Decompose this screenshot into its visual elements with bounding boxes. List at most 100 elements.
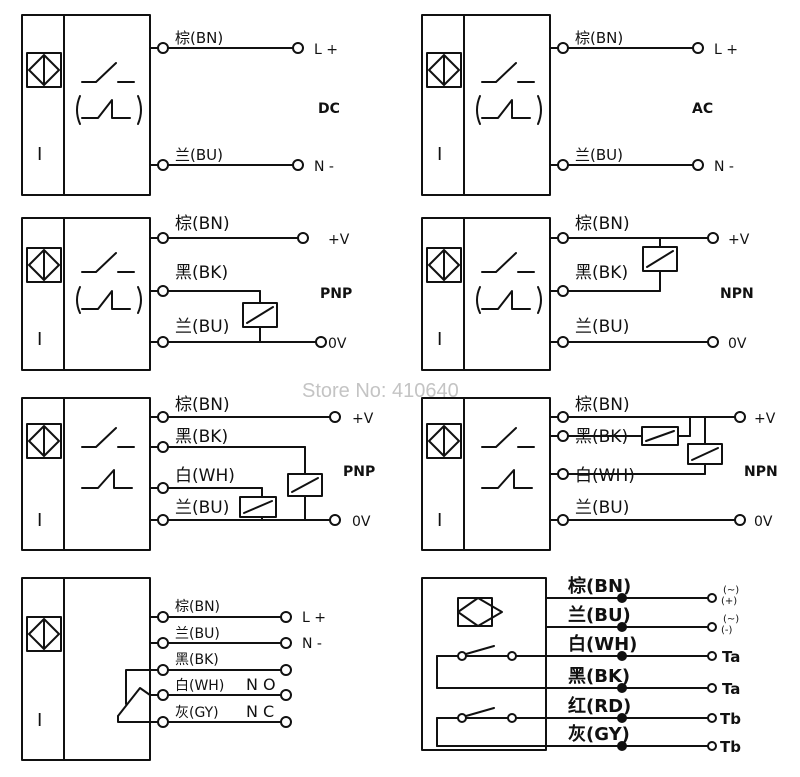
terminal-node[interactable] xyxy=(707,622,717,632)
terminal-node[interactable] xyxy=(292,159,304,171)
terminal-node[interactable] xyxy=(707,593,717,603)
switch-nc-contact xyxy=(481,469,533,489)
load-relay-icon xyxy=(242,302,278,328)
wire-label-red: 红(RD) xyxy=(568,695,631,717)
terminal-node[interactable] xyxy=(707,683,717,693)
terminal-node[interactable] xyxy=(707,651,717,661)
wire-end xyxy=(557,411,569,423)
wire-label-black: 黑(BK) xyxy=(568,666,630,687)
terminal-label: (-) xyxy=(721,625,733,636)
diagram-npn-4wire xyxy=(421,397,746,551)
diagram-dc xyxy=(21,14,304,196)
wire-end xyxy=(157,285,169,297)
switch-no-contact xyxy=(76,252,142,314)
terminal-label: L + xyxy=(302,610,326,626)
wire-end xyxy=(157,411,169,423)
terminal-label: +V xyxy=(754,411,776,427)
terminal-label: Ta xyxy=(722,680,740,698)
sensor-mark: I xyxy=(437,144,442,165)
sensor-mark: I xyxy=(37,329,42,350)
terminal-node[interactable] xyxy=(692,159,704,171)
sensor-body xyxy=(421,217,551,371)
terminal-node[interactable] xyxy=(707,336,719,348)
sensing-face-icon xyxy=(26,616,62,652)
diagram-title: NPN xyxy=(744,464,778,480)
wire-end xyxy=(157,42,169,54)
terminal-node[interactable] xyxy=(692,42,704,54)
wire-end xyxy=(557,336,569,348)
sensing-face-icon xyxy=(426,247,462,283)
terminal-label: 0V xyxy=(352,514,371,530)
sensing-face-icon xyxy=(426,423,462,459)
diagram-title: DC xyxy=(318,101,340,117)
sensor-mark: I xyxy=(37,710,42,731)
switch-no-contact xyxy=(476,252,542,314)
wire-label-black: 黑(BK) xyxy=(575,263,628,283)
wire-end xyxy=(157,441,169,453)
terminal-node[interactable] xyxy=(315,336,327,348)
wire-end xyxy=(617,741,627,751)
sensing-face-icon xyxy=(26,423,62,459)
wire-label-brown: 棕(BN) xyxy=(575,29,623,47)
wire-label-white: 白(WH) xyxy=(175,678,224,694)
sensor-mark: I xyxy=(437,329,442,350)
wire-label-brown: 棕(BN) xyxy=(175,599,220,615)
wire-label-brown: 棕(BN) xyxy=(568,575,631,597)
switch-no-contact xyxy=(481,427,535,448)
wire-label-blue: 兰(BU) xyxy=(175,146,223,164)
terminal-node[interactable] xyxy=(734,411,746,423)
wire-label-white: 白(WH) xyxy=(568,633,637,655)
terminal-node[interactable] xyxy=(292,42,304,54)
terminal-label: 0V xyxy=(728,336,747,352)
wire-end xyxy=(617,622,627,632)
terminal-node[interactable] xyxy=(329,411,341,423)
diagram-5wire-relay xyxy=(21,577,292,761)
wire-label-blue: 兰(BU) xyxy=(175,317,229,337)
wire-label-blue: 兰(BU) xyxy=(575,317,629,337)
switch-no-contact xyxy=(476,62,542,125)
wire-label-gray: 灰(GY) xyxy=(175,705,219,721)
wire-label-brown: 棕(BN) xyxy=(575,214,630,234)
terminal-node[interactable] xyxy=(329,514,341,526)
switch-nc-contact xyxy=(81,469,133,489)
terminal-label: N O xyxy=(246,675,276,694)
terminal-node[interactable] xyxy=(734,514,746,526)
sensor-mark: I xyxy=(37,510,42,531)
terminal-node[interactable] xyxy=(280,611,292,623)
diagram-6wire-relay xyxy=(421,577,717,751)
sensing-face-icon xyxy=(26,247,62,283)
terminal-node[interactable] xyxy=(707,741,717,751)
terminal-node[interactable] xyxy=(707,232,719,244)
wire-label-gray: 灰(GY) xyxy=(568,723,630,745)
wire-end xyxy=(157,159,169,171)
terminal-label: N C xyxy=(246,702,274,721)
store-watermark: Store No: 410640 xyxy=(302,380,459,402)
wire-end xyxy=(617,683,627,693)
wire-label-brown: 棕(BN) xyxy=(575,395,630,415)
terminal-node[interactable] xyxy=(280,689,292,701)
wire-label-blue: 兰(BU) xyxy=(175,498,229,518)
wire-end xyxy=(617,713,627,723)
sensing-face-icon xyxy=(26,52,62,88)
sensor-body xyxy=(21,14,151,196)
wire-label-white: 白(WH) xyxy=(175,466,235,486)
switch-no-contact xyxy=(81,427,135,448)
relay-contact xyxy=(457,645,517,661)
wire-end xyxy=(557,42,569,54)
wire-label-blue: 兰(BU) xyxy=(568,604,631,626)
terminal-label: N - xyxy=(302,636,322,652)
wire-end xyxy=(157,689,169,701)
wire-end xyxy=(557,468,569,480)
terminal-node[interactable] xyxy=(297,232,309,244)
wire-end xyxy=(157,482,169,494)
wire-end xyxy=(157,716,169,728)
wire-label-brown: 棕(BN) xyxy=(175,214,230,234)
wire-label-black: 黑(BK) xyxy=(175,263,228,283)
terminal-node[interactable] xyxy=(707,713,717,723)
terminal-label: (~) xyxy=(723,614,739,625)
sensor-body xyxy=(21,397,151,551)
terminal-node[interactable] xyxy=(280,664,292,676)
terminal-node[interactable] xyxy=(280,716,292,728)
diagram-title: NPN xyxy=(720,286,754,302)
terminal-node[interactable] xyxy=(280,637,292,649)
